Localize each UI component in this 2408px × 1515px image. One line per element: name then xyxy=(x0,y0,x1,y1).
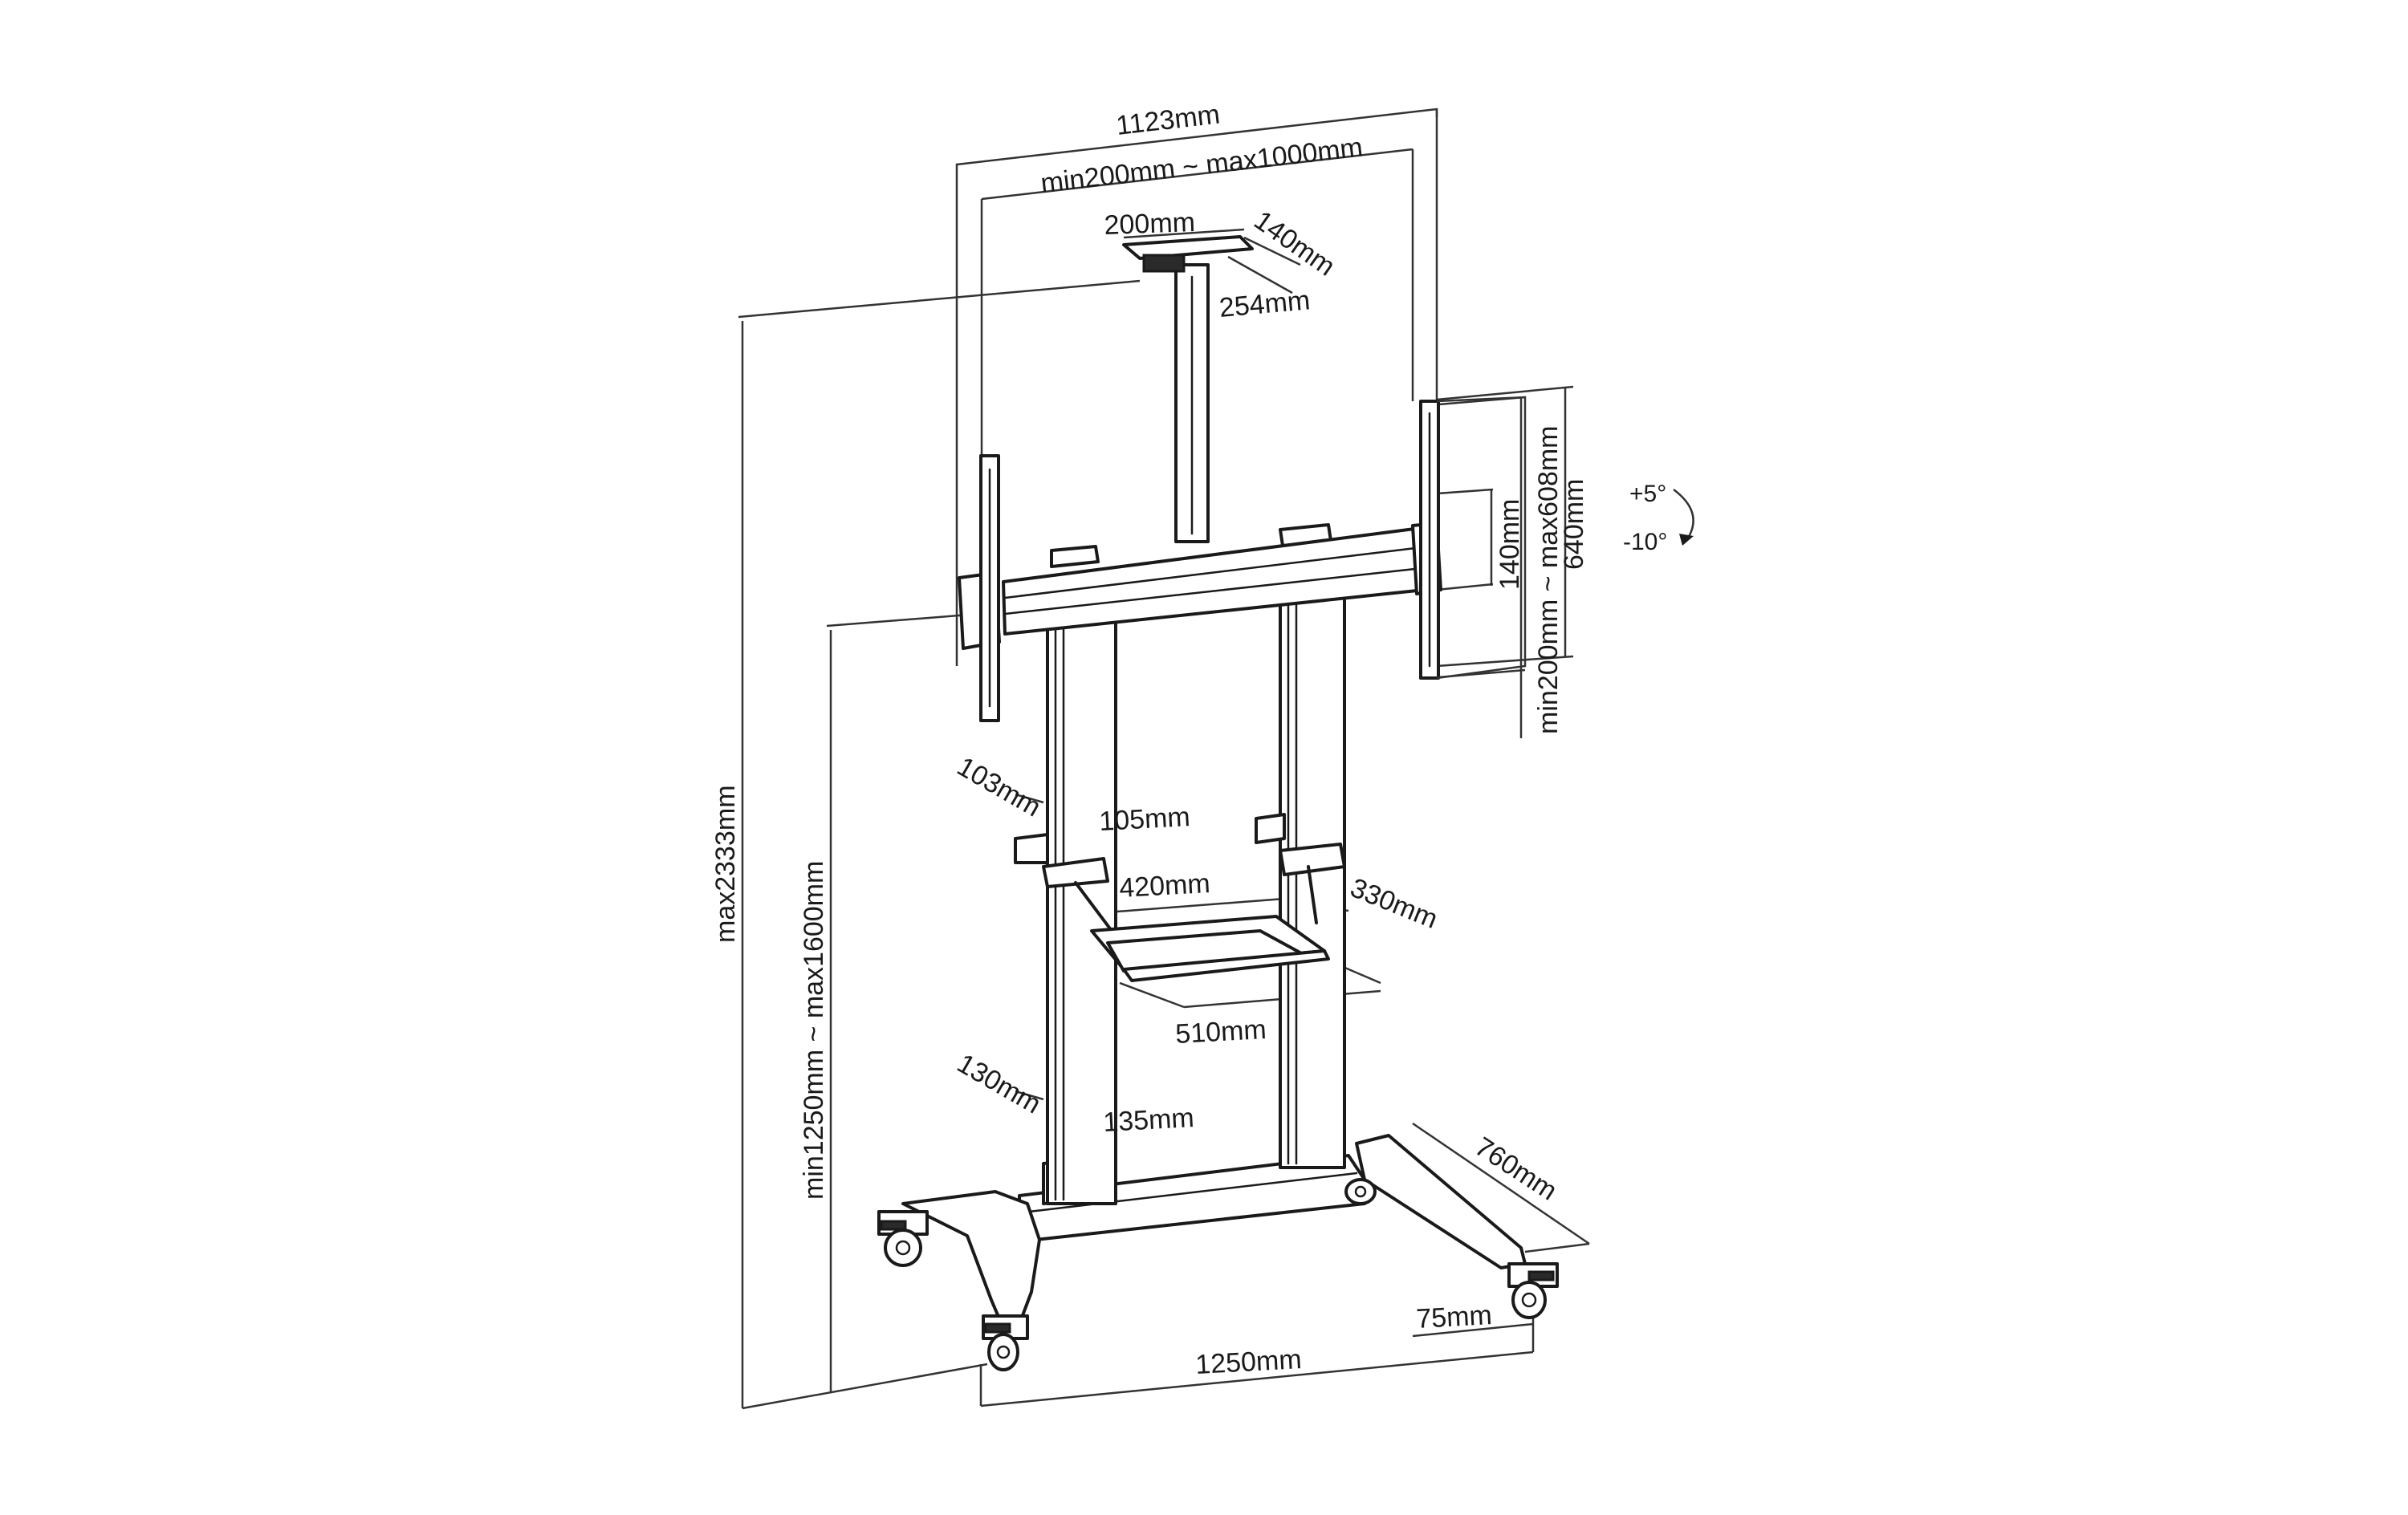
wheel-left-back xyxy=(877,1210,929,1267)
label-vesa-vertical: min200mm ~ max608mm xyxy=(1533,425,1564,734)
label-max-height: max2333mm xyxy=(710,785,741,943)
bracket-left xyxy=(979,454,1000,722)
vesa-brackets xyxy=(979,396,1527,722)
label-bracket-offset: 140mm xyxy=(1495,499,1525,590)
label-shelf-depth: 330mm xyxy=(1346,872,1442,935)
label-wheel-height: 75mm xyxy=(1415,1300,1492,1334)
label-base-width: 1250mm xyxy=(1194,1344,1302,1380)
dimension-lines xyxy=(738,108,1590,1410)
label-shelf-front: 420mm xyxy=(1118,868,1210,904)
label-column-upper-left: 103mm xyxy=(952,751,1046,823)
middle-shelf xyxy=(1014,813,1346,982)
label-tilt-up: +5° xyxy=(1629,481,1666,507)
label-top-shelf-length: 254mm xyxy=(1218,285,1311,323)
label-vesa-range: min200mm ~ max1000mm xyxy=(1039,132,1365,199)
label-column-upper-right: 105mm xyxy=(1098,802,1190,837)
column-right xyxy=(1279,596,1346,1169)
label-top-shelf-width: 200mm xyxy=(1104,207,1196,241)
tilt-arrow xyxy=(1673,489,1694,546)
bracket-right xyxy=(1419,400,1440,680)
base xyxy=(901,1134,1527,1330)
label-shelf-back: 510mm xyxy=(1174,1014,1267,1050)
label-bracket-height: 640mm xyxy=(1559,479,1589,570)
label-top-shelf-depth: 140mm xyxy=(1248,205,1340,282)
columns xyxy=(1046,596,1346,1205)
wheels xyxy=(877,1178,1559,1371)
wheel-right-back xyxy=(1344,1178,1377,1205)
label-center-height: min1250mm ~ max1600mm xyxy=(799,861,829,1200)
label-tilt-down: -10° xyxy=(1623,529,1667,555)
wheel-left-front xyxy=(982,1314,1029,1371)
wheel-right-front xyxy=(1507,1262,1559,1319)
label-column-lower-right: 135mm xyxy=(1102,1103,1194,1138)
label-base-depth: 760mm xyxy=(1470,1131,1563,1207)
top-shelf xyxy=(1122,235,1254,543)
label-column-lower-left: 130mm xyxy=(952,1048,1046,1120)
